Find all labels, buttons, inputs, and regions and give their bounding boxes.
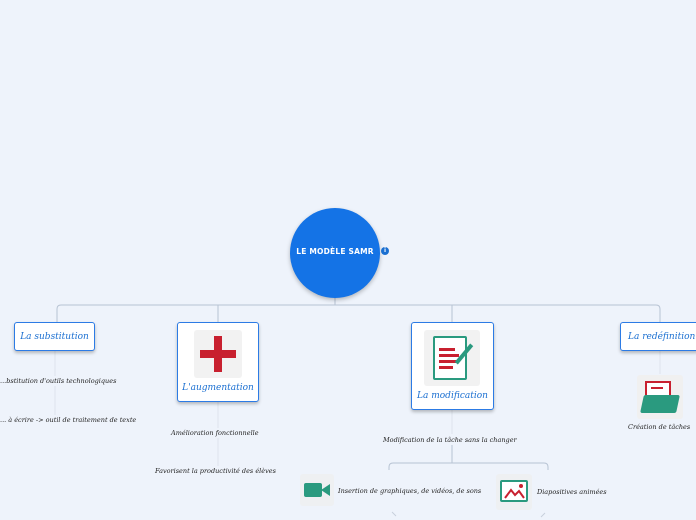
leaf-modification-sub-2[interactable]: Diapositives animées — [537, 488, 607, 496]
image-mountain-glyph — [504, 484, 525, 499]
folder-icon — [637, 375, 683, 419]
leaf-modification-1[interactable]: Modification de la tâche sans la changer — [383, 436, 517, 444]
node-substitution[interactable] — [14, 322, 95, 351]
red-cross-icon — [194, 330, 242, 378]
leaf-redefinition-1[interactable]: Création de tâches — [628, 423, 691, 431]
video-camera-icon — [300, 474, 334, 506]
leaf-augmentation-1[interactable]: Amélioration fonctionnelle — [171, 429, 259, 437]
node-redefinition-title: La redéfinition — [628, 332, 696, 342]
leaf-modification-sub-1[interactable]: Insertion de graphiques, de vidéos, de s… — [338, 487, 482, 495]
root-node[interactable]: LE MODÈLE SAMR — [290, 208, 380, 298]
node-modification-title: La modification — [417, 391, 488, 401]
root-label: LE MODÈLE SAMR — [296, 247, 374, 256]
node-augmentation-title: L'augmentation — [182, 383, 254, 393]
image-picture-icon — [496, 474, 532, 510]
leaf-augmentation-2[interactable]: Favorisent la productivité des élèves — [155, 467, 276, 475]
node-substitution-title: La substitution — [20, 332, 89, 342]
leaf-substitution-2[interactable]: ... à écrire -> outil de traitement de t… — [0, 416, 137, 424]
info-circle-icon[interactable]: i — [381, 247, 389, 255]
leaf-substitution-1[interactable]: ...bstitution d'outils technologiques — [0, 377, 117, 385]
node-redefinition[interactable] — [620, 322, 696, 351]
document-pencil-icon — [424, 330, 480, 386]
